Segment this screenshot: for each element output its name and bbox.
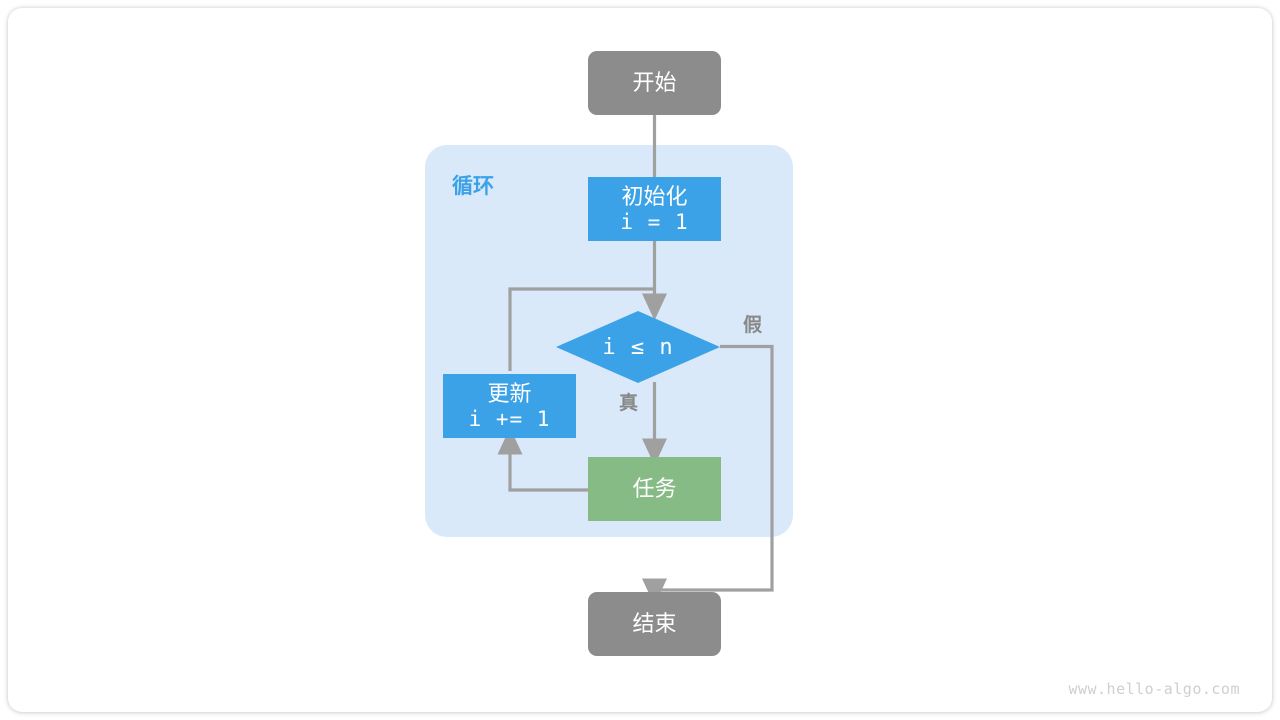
node-init-code: i = 1 xyxy=(620,209,689,234)
node-condition[interactable]: i ≤ n xyxy=(556,311,720,383)
node-update-code: i += 1 xyxy=(468,406,551,431)
node-end[interactable]: 结束 xyxy=(588,592,721,656)
watermark: www.hello-algo.com xyxy=(1068,680,1240,698)
edge-label-true: 真 xyxy=(619,393,639,414)
edge-task-to-update xyxy=(497,427,588,492)
edge-label-false: 假 xyxy=(743,315,763,336)
edge-condition-false-to-end xyxy=(642,344,774,606)
loop-container-label: 循环 xyxy=(452,175,494,198)
node-update[interactable]: 更新 i += 1 xyxy=(443,374,576,438)
node-init[interactable]: 初始化 i = 1 xyxy=(588,177,721,241)
node-update-label: 更新 xyxy=(487,380,532,406)
node-init-label: 初始化 xyxy=(621,183,688,209)
node-task-label: 任务 xyxy=(632,476,677,502)
edge-update-to-condition xyxy=(508,287,655,371)
node-start[interactable]: 开始 xyxy=(588,51,721,115)
node-condition-label: i ≤ n xyxy=(602,334,674,360)
node-end-label: 结束 xyxy=(632,611,677,637)
diamond-shape xyxy=(556,311,720,383)
node-start-label: 开始 xyxy=(632,70,677,96)
node-task[interactable]: 任务 xyxy=(588,457,721,521)
